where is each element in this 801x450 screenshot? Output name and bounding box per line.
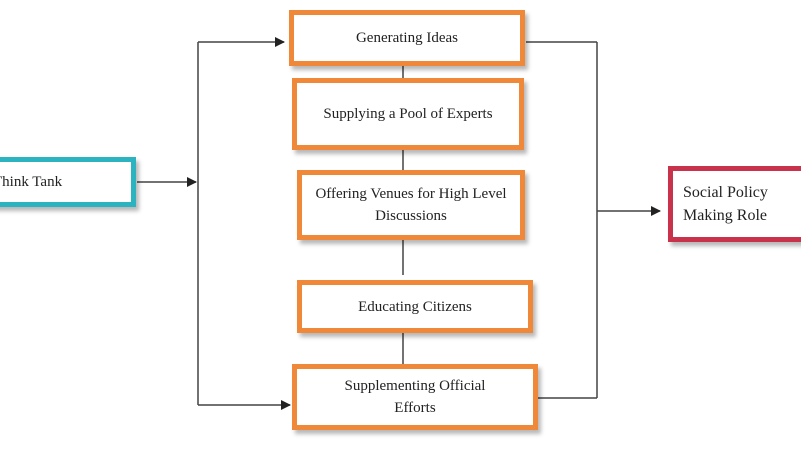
think-tank-label: Think Tank xyxy=(0,174,63,190)
supplementing-efforts-box: Supplementing Official Efforts xyxy=(292,364,538,430)
offering-venues-label: Offering Venues for High Level Discussio… xyxy=(315,186,507,224)
generating-ideas-box: Generating Ideas xyxy=(289,10,525,66)
offering-venues-box: Offering Venues for High Level Discussio… xyxy=(297,170,525,240)
generating-ideas-label: Generating Ideas xyxy=(355,30,459,46)
supplying-experts-box: Supplying a Pool of Experts xyxy=(292,78,524,150)
supplementing-efforts-label: Supplementing Official Efforts xyxy=(344,378,486,416)
social-policy-box: Social Policy Making Role xyxy=(668,166,801,242)
educating-citizens-label: Educating Citizens xyxy=(358,298,472,315)
supplying-experts-label: Supplying a Pool of Experts xyxy=(323,106,493,122)
social-policy-label: Social Policy Making Role xyxy=(683,184,768,224)
think-tank-box: Think Tank xyxy=(0,157,136,207)
educating-citizens-box: Educating Citizens xyxy=(297,280,533,333)
